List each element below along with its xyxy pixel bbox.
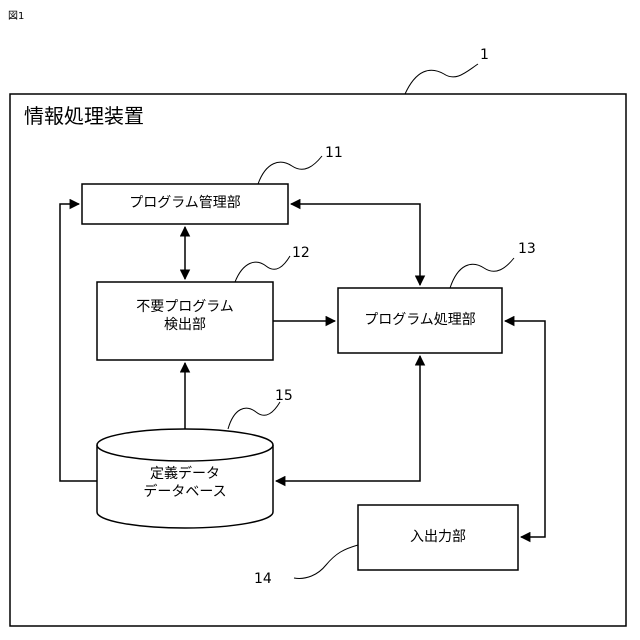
ref-device: 1 [480,46,489,64]
leader-14 [294,545,358,578]
io-unit-label: 入出力部 [358,528,518,546]
ref-unneeded-detector: 12 [292,244,310,262]
arrow-processor-database [276,356,420,481]
arrow-database-manager [60,204,97,481]
ref-program-processor: 13 [518,240,536,258]
database-cylinder-top [97,429,273,461]
unneeded-detector-label: 不要プログラム 検出部 [97,298,273,334]
program-manager-label: プログラム管理部 [82,194,288,212]
leader-11 [258,156,322,184]
arrow-manager-processor [291,204,420,285]
database-label-line1: 定義データ [97,465,273,483]
figure-label: 図1 [8,10,24,23]
database-label-line2: データベース [97,483,273,501]
unneeded-detector-label-line1: 不要プログラム [97,298,273,316]
ref-database: 15 [275,387,293,405]
program-processor-label: プログラム処理部 [338,311,502,329]
ref-program-manager: 11 [325,144,343,162]
unneeded-detector-label-line2: 検出部 [97,316,273,334]
leader-15 [228,402,280,429]
ref-io-unit: 14 [254,570,272,588]
device-title: 情報処理装置 [24,103,144,129]
database-label: 定義データ データベース [97,465,273,501]
leader-1 [405,64,478,94]
leader-13 [450,258,514,288]
leader-12 [235,256,290,282]
